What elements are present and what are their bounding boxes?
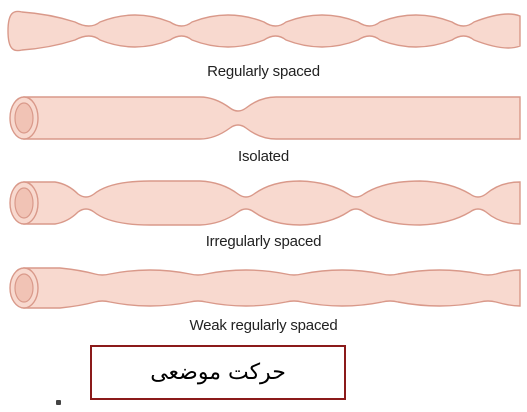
caption-regularly-spaced: Regularly spaced	[207, 63, 320, 80]
caption-isolated: Isolated	[238, 148, 289, 165]
bullet-mark	[56, 400, 61, 405]
tube-regularly-spaced	[7, 10, 521, 52]
tube-weak-regularly-spaced	[9, 267, 521, 309]
tube-irregularly-spaced	[9, 180, 521, 226]
tube-isolated	[9, 96, 521, 140]
label-box: حرکت موضعی	[90, 345, 346, 400]
caption-irregularly-spaced: Irregularly spaced	[205, 233, 322, 250]
caption-weak-regularly-spaced: Weak regularly spaced	[189, 317, 338, 334]
